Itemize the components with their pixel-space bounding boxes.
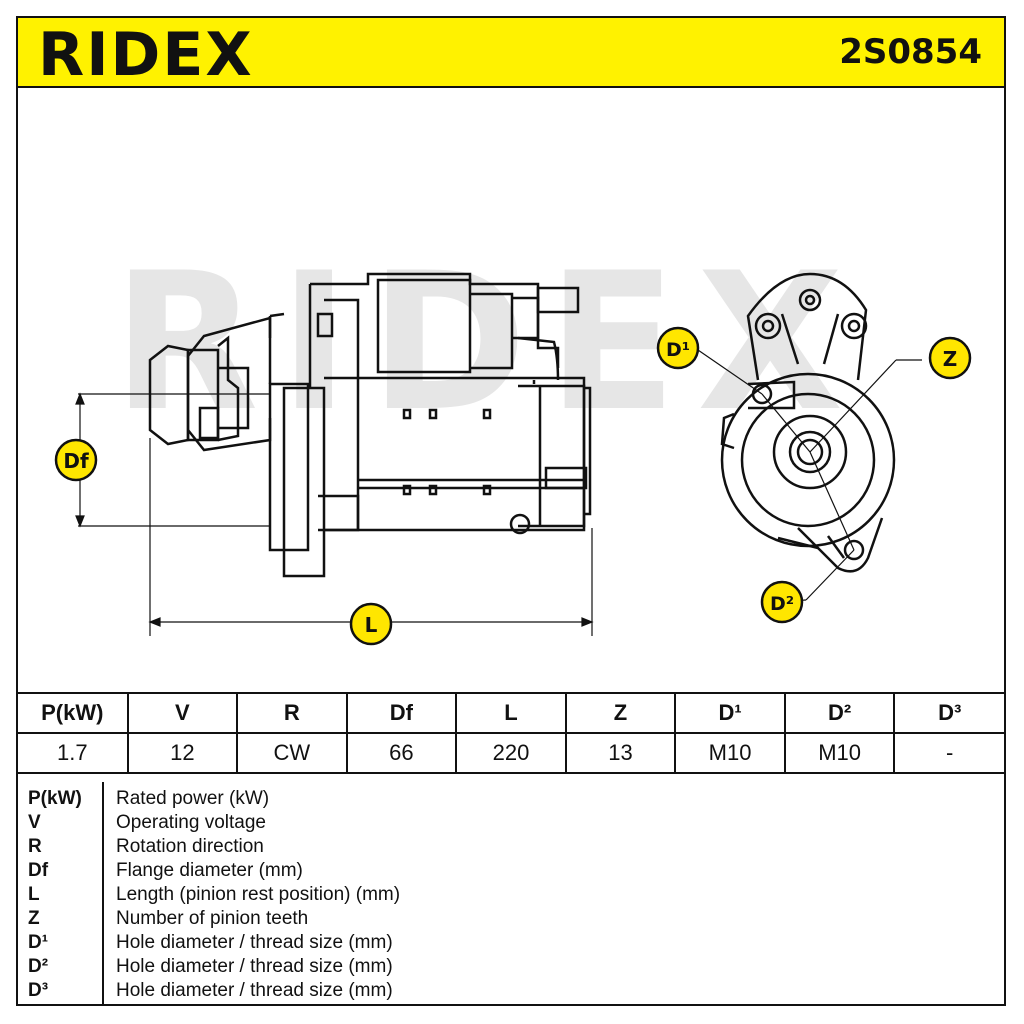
starter-side-view [148, 272, 592, 578]
spec-header-cell: Z [564, 692, 677, 734]
legend-row: Z Number of pinion teeth [18, 908, 1004, 932]
legend-key: Df [28, 860, 49, 881]
datasheet-frame: RIDEX 2S0854 RIDEX [16, 16, 1006, 1006]
spec-value-cell: M10 [674, 732, 786, 774]
spec-value-cell: 13 [564, 732, 677, 774]
legend-row: D¹ Hole diameter / thread size (mm) [18, 932, 1004, 956]
spec-value-cell: - [893, 732, 1004, 774]
spec-header-row: P(kW) V R Df L Z D¹ D² D³ [18, 692, 1004, 734]
header-bar: RIDEX 2S0854 [18, 18, 1004, 90]
legend-row: P(kW) Rated power (kW) [18, 788, 1004, 812]
spec-header-cell: P(kW) [18, 692, 129, 734]
legend-key: D² [28, 956, 49, 977]
legend-row: L Length (pinion rest position) (mm) [18, 884, 1004, 908]
spec-value-cell: 1.7 [18, 732, 129, 774]
callout-d2: D² [760, 580, 804, 624]
legend-row: R Rotation direction [18, 836, 1004, 860]
legend-row: D² Hole diameter / thread size (mm) [18, 956, 1004, 980]
spec-value-cell: CW [236, 732, 348, 774]
spec-value-cell: M10 [783, 732, 896, 774]
legend: P(kW) Rated power (kW) V Operating volta… [18, 782, 1004, 1004]
legend-divider [102, 782, 104, 1004]
legend-desc: Hole diameter / thread size (mm) [116, 980, 393, 1001]
callout-l-label: L [365, 613, 378, 637]
legend-key: D¹ [28, 932, 49, 953]
watermark-logo: RIDEX [113, 232, 864, 453]
legend-row: V Operating voltage [18, 812, 1004, 836]
legend-desc: Flange diameter (mm) [116, 860, 303, 881]
legend-row: Df Flange diameter (mm) [18, 860, 1004, 884]
legend-key: R [28, 836, 42, 857]
callout-df-label: Df [63, 449, 89, 473]
spec-value-cell: 220 [455, 732, 567, 774]
legend-key: L [28, 884, 40, 905]
callout-df: Df [54, 438, 98, 482]
spec-value-cell: 12 [126, 732, 239, 774]
legend-key: D³ [28, 980, 49, 1001]
spec-header-cell: D¹ [674, 692, 786, 734]
callout-z-label: Z [943, 347, 958, 371]
callout-z: Z [928, 336, 972, 380]
spec-value-row: 1.7 12 CW 66 220 13 M10 M10 - [18, 732, 1004, 774]
legend-desc: Hole diameter / thread size (mm) [116, 956, 393, 977]
spec-table: P(kW) V R Df L Z D¹ D² D³ 1.7 12 CW 66 2… [18, 692, 1004, 774]
legend-desc: Number of pinion teeth [116, 908, 309, 929]
spec-header-cell: L [455, 692, 567, 734]
spec-header-cell: V [126, 692, 239, 734]
legend-key: V [28, 812, 41, 833]
spec-header-cell: Df [345, 692, 458, 734]
brand-logo: RIDEX [38, 20, 254, 90]
spec-header-cell: D³ [893, 692, 1004, 734]
legend-desc: Length (pinion rest position) (mm) [116, 884, 401, 905]
legend-row: D³ Hole diameter / thread size (mm) [18, 980, 1004, 1004]
legend-desc: Rated power (kW) [116, 788, 270, 809]
part-number: 2S0854 [839, 32, 982, 72]
callout-d2-label: D² [770, 593, 794, 615]
legend-desc: Rotation direction [116, 836, 264, 857]
starter-front-view [720, 272, 896, 573]
spec-value-cell: 66 [345, 732, 458, 774]
legend-desc: Operating voltage [116, 812, 266, 833]
legend-key: P(kW) [28, 788, 82, 809]
legend-key: Z [28, 908, 40, 929]
spec-header-cell: D² [783, 692, 896, 734]
spec-header-cell: R [236, 692, 348, 734]
callout-d1-label: D¹ [666, 339, 690, 361]
technical-drawing: RIDEX [54, 232, 972, 646]
callout-l: L [349, 602, 393, 646]
callout-d1: D¹ [656, 326, 700, 370]
legend-desc: Hole diameter / thread size (mm) [116, 932, 393, 953]
